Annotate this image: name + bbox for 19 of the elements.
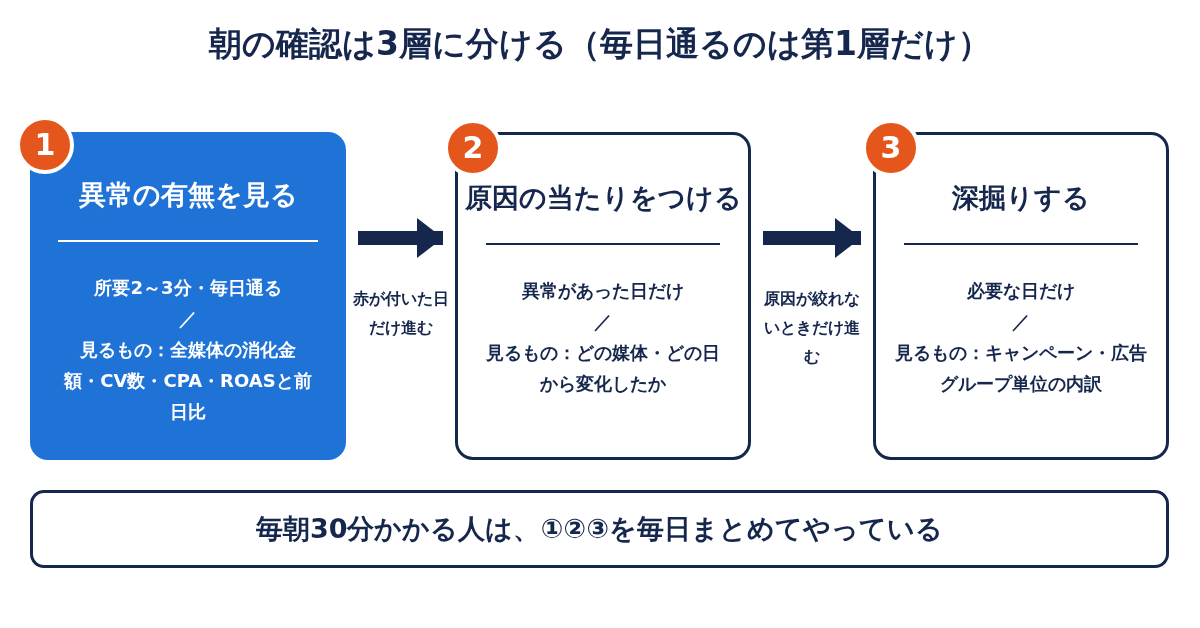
step-text: 見るもの：どの媒体・どの日から変化したか (485, 341, 721, 396)
edge-label: 赤が付いた日だけ進む (352, 288, 449, 339)
separator-slash: ／ (593, 310, 613, 334)
separator-slash: ／ (1011, 310, 1031, 334)
step-text: 見るもの：キャンペーン・広告グループ単位の内訳 (894, 341, 1148, 396)
step-heading: 異常の有無を見る (77, 178, 299, 212)
edge-label: 原因が絞れないときだけ進む (764, 288, 860, 368)
arrow (358, 218, 443, 258)
step-text: 必要な日だけ (966, 279, 1076, 303)
summary-box (30, 490, 1169, 568)
separator-slash: ／ (178, 307, 198, 331)
summary-text: 毎朝30分かかる人は、①②③を毎日まとめてやっている (255, 512, 944, 546)
step-heading: 原因の当たりをつける (463, 181, 743, 215)
step-heading: 深掘りする (951, 181, 1091, 215)
step-text: 見るもの：全媒体の消化金額・CV数・CPA・ROASと前日比 (63, 338, 313, 424)
step-text: 異常があった日だけ (521, 279, 685, 303)
title: 朝の確認は3層に分ける（毎日通るのは第1層だけ） (207, 23, 992, 65)
step-text: 所要2～3分・毎日通る (93, 276, 283, 300)
arrow (763, 218, 861, 258)
